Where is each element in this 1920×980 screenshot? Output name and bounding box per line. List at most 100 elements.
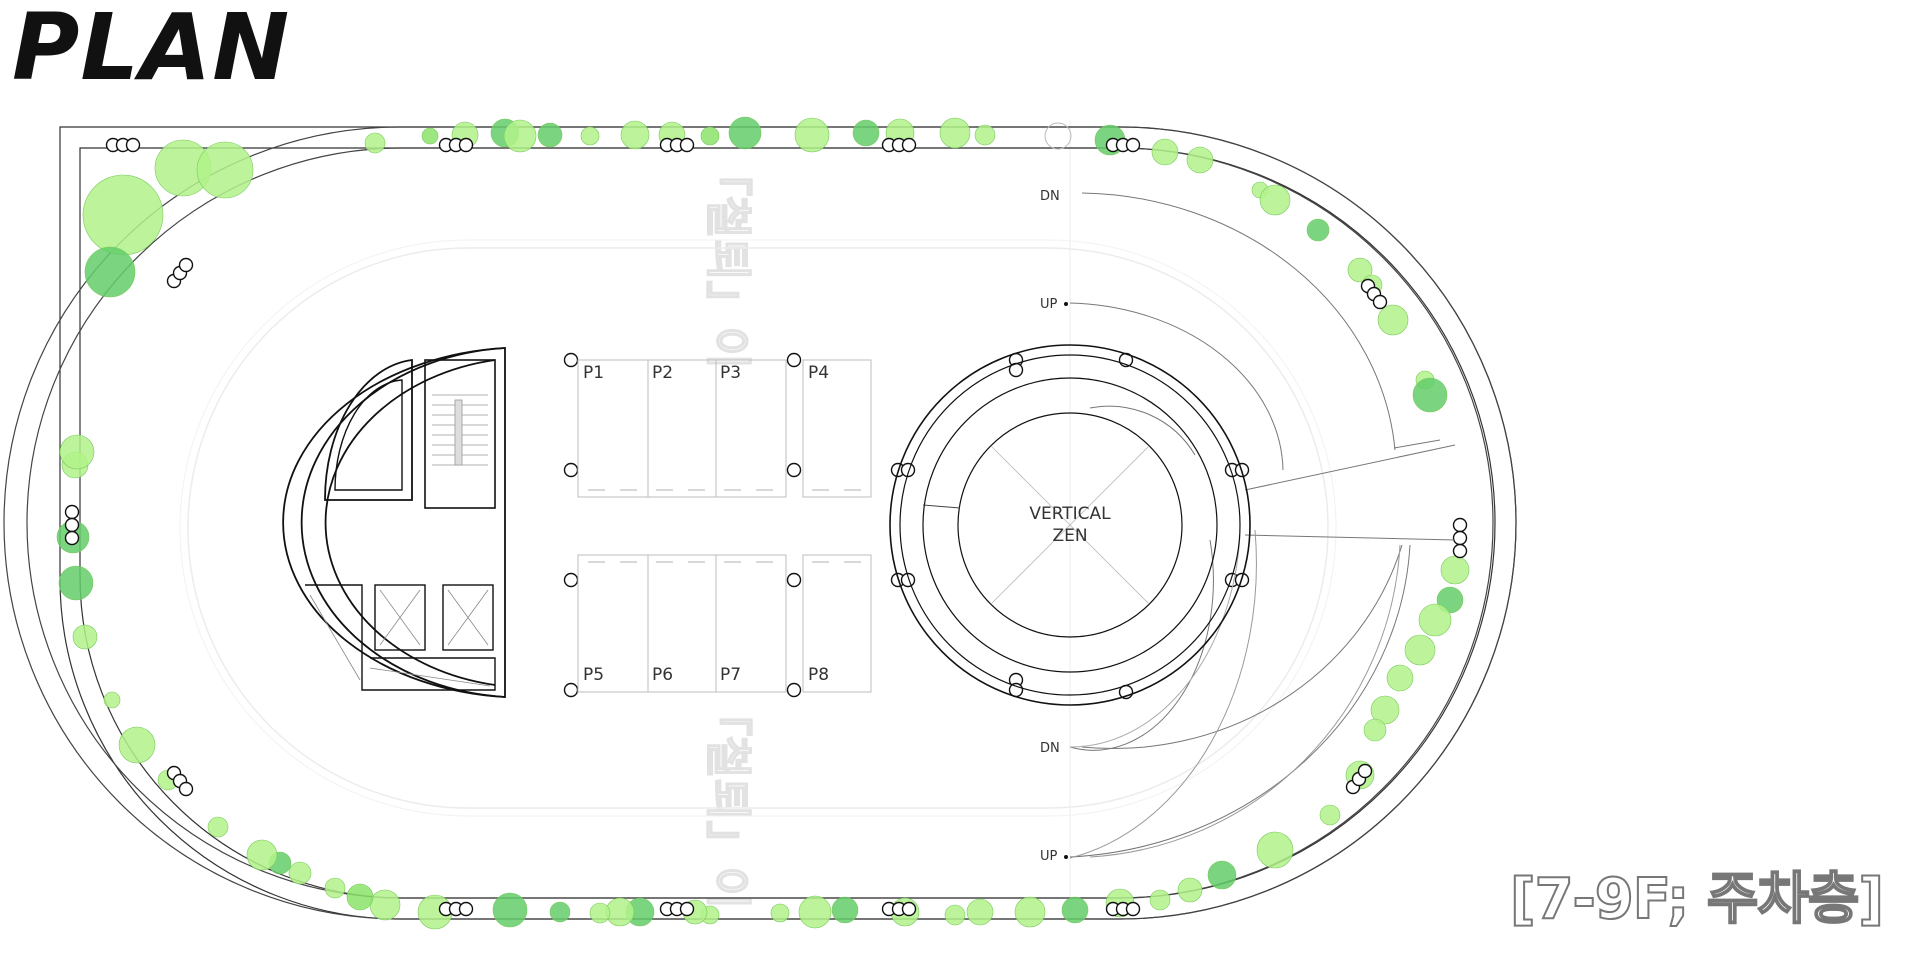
column-marker [178,781,194,797]
tree-canopy [346,883,374,911]
stair-rail [454,399,463,466]
tree-canopy [1306,218,1330,242]
ramp-divider-3 [1393,439,1441,449]
tree-canopy [72,624,98,650]
ramp-label-up-bottom: UP [1040,849,1058,864]
tree-canopy [1347,257,1373,283]
stair-room [424,359,496,509]
core-ring-outer [889,344,1251,706]
tree-canopy [1186,146,1214,174]
column-marker [64,517,80,533]
wheel-stops [588,489,861,563]
column-marker [563,572,579,588]
tree-canopy [421,127,439,145]
tree-canopy [1061,896,1089,924]
parking-label-p6: P6 [652,665,673,685]
tree-canopy [369,889,401,921]
ramp-arc-bottom-outer [1081,544,1403,750]
parking-bay-p7 [715,554,787,693]
parking-label-p5: P5 [583,665,604,685]
shaft-1 [374,584,426,651]
shaft-2 [442,584,494,651]
ramp-label-dn-bottom: DN [1040,741,1060,756]
tree-canopy [966,898,994,926]
tree-canopy [492,892,528,928]
column-marker [679,137,695,153]
column-marker [1372,294,1388,310]
cross [379,589,421,646]
tree-canopy [770,903,790,923]
tree-canopy [852,119,880,147]
column-marker [64,530,80,546]
ramp-point [1064,302,1068,306]
ramp-arc-top-outer [1081,192,1396,451]
core-label-line1: VERTICAL [1029,504,1111,524]
column-marker [786,462,802,478]
tree-canopy [939,117,971,149]
tree-canopy [196,141,254,199]
ramp-lines [1069,192,1456,859]
parking-label-p2: P2 [652,363,673,383]
watermark-text-2: 「철퇴」이 [701,690,755,909]
core-label-line2: ZEN [1052,526,1087,546]
tree-canopy [580,126,600,146]
tree-canopy [798,895,832,929]
tree-canopy [974,124,996,146]
column-marker [901,901,917,917]
core-diag [990,445,1150,605]
cross [369,667,491,687]
parking-block-bottom [577,554,872,693]
parking-bay-p4 [802,359,872,498]
tree-canopy [1377,304,1409,336]
tree-canopy [944,904,966,926]
column-marker [900,462,916,478]
tree-canopy [1151,138,1179,166]
parking-labels: P1 P2 P3 P4 P5 P6 P7 P8 [583,363,829,685]
tree-canopy [1014,896,1046,928]
ramp-arc-top-inner [1069,302,1284,471]
core-ring-inner [957,412,1183,638]
tree-canopy [288,861,312,885]
tree-canopy [589,902,611,924]
tree-canopy [1363,718,1387,742]
tree-canopy [1386,664,1414,692]
cross [447,589,489,646]
column-marker [786,352,802,368]
core-tick [922,504,961,509]
quarter-room [324,358,413,501]
watermark-text-1: 「철퇴」이 [701,150,755,369]
stadium-inner [26,147,1494,899]
core-outer-wall [282,347,506,698]
ramp-label-dn-top: DN [1040,189,1060,204]
column-marker [563,682,579,698]
tree-canopy [549,901,571,923]
core-ring-3 [922,377,1218,673]
tree-canopy [82,174,164,256]
column-marker [901,137,917,153]
inner-wall [79,147,1496,899]
ramp-arc-right-1 [1069,529,1257,859]
parking-bay-p3 [715,359,787,498]
column-marker [1357,763,1373,779]
tree-canopy [103,691,121,709]
column-marker [1125,137,1141,153]
column-marker [1452,530,1468,546]
tree-canopy [59,434,95,470]
column-marker [1125,901,1141,917]
trees-layer [56,116,1470,930]
tree-canopy [537,122,563,148]
tree-canopy [207,816,229,838]
building-outline [3,126,1517,920]
tree-canopy [1177,877,1203,903]
tree-canopy [1412,377,1448,413]
column-marker [786,572,802,588]
column-marker [64,504,80,520]
tree-canopy [503,119,537,153]
tree-canopy [1256,831,1294,869]
tree-canopy [728,116,762,150]
column-marker [563,462,579,478]
column-marker [1452,517,1468,533]
tree-canopy [118,726,156,764]
column-marker [679,901,695,917]
column-marker [900,572,916,588]
